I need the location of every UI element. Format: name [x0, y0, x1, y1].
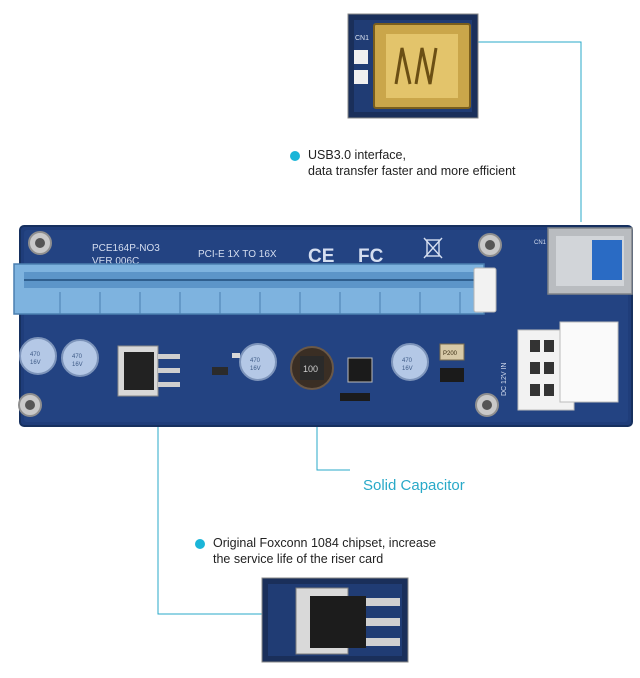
- solid-capacitors: 470 16V 470 16V 470 16V 470 16V: [19, 337, 429, 381]
- riser-board: PCE164P-NO3 VER 006C PCI-E 1X TO 16X CE …: [13, 225, 633, 427]
- solid-capacitor-label: Solid Capacitor: [363, 477, 465, 494]
- capacitor: [61, 339, 99, 377]
- capacitor-value-label: 470: [250, 358, 261, 364]
- capacitor-value-label: 470: [72, 354, 83, 360]
- bullet-dot: [290, 151, 300, 161]
- capacitor: [239, 343, 277, 381]
- inductor-core: [300, 356, 324, 380]
- chipset-inset-pin: [366, 598, 400, 606]
- usb-port-face: [386, 34, 458, 98]
- usb-inset: CN1: [347, 13, 479, 119]
- chipset-inset: [261, 577, 409, 663]
- chipset-callout-line1: Original Foxconn 1084 chipset, increase: [213, 536, 437, 550]
- regulator-pin: [158, 354, 180, 359]
- mounting-hole-center: [25, 400, 35, 410]
- usb-inset-ref-label: CN1: [355, 35, 369, 42]
- chipset-leader-line: [157, 426, 262, 615]
- bullet-dot: [195, 539, 205, 549]
- usb-pin: [354, 70, 368, 84]
- controller-ic: [347, 357, 373, 383]
- mounting-hole-center: [485, 240, 495, 250]
- chipset-callout-line2: the service life of the riser card: [213, 552, 384, 566]
- regulator-pin: [158, 368, 180, 373]
- usb-feature-callout: USB3.0 interface, data transfer faster a…: [290, 147, 516, 179]
- pcie-slot-body: [13, 263, 485, 315]
- power-pin: [530, 384, 540, 396]
- inductor-code-label: 100: [303, 364, 318, 374]
- board-model-label: PCE164P-NO3: [92, 243, 160, 254]
- capacitor-value-label: 470: [402, 358, 413, 364]
- power-pin: [530, 340, 540, 352]
- board-interface-label: PCI-E 1X TO 16X: [198, 249, 277, 260]
- capacitor: [391, 343, 429, 381]
- power-pin: [544, 340, 554, 352]
- pcie-slot-latch: [473, 267, 497, 313]
- power-pin: [530, 362, 540, 374]
- usb-callout-line1: USB3.0 interface,: [308, 148, 406, 162]
- usb-connector: CN1: [534, 227, 633, 295]
- inductor: 100: [290, 346, 334, 390]
- usb-pin: [354, 50, 368, 64]
- chipset-inset-pin: [366, 618, 400, 626]
- weee-bin-icon: [423, 237, 443, 259]
- smd-component: [232, 353, 240, 358]
- fc-mark: FC: [358, 246, 384, 267]
- capacitor-voltage-label: 16V: [250, 366, 261, 372]
- usb-connector-ref-label: CN1: [534, 240, 547, 246]
- mounting-hole-center: [35, 238, 45, 248]
- ce-mark: CE: [308, 246, 334, 267]
- power-pin: [544, 362, 554, 374]
- usb-logo-mark: [394, 47, 438, 85]
- usb-callout-text: USB3.0 interface, data transfer faster a…: [308, 147, 516, 179]
- usb-callout-line2: data transfer faster and more efficient: [308, 164, 516, 178]
- chip-code-label: P200: [443, 351, 458, 357]
- mounting-hole-center: [482, 400, 492, 410]
- usb-leader-line: [478, 41, 582, 222]
- regulator-body: [124, 352, 154, 390]
- power-input-label: DC 12V IN: [501, 363, 508, 396]
- chipset-feature-callout: Original Foxconn 1084 chipset, increase …: [195, 535, 436, 567]
- smd-component: [212, 367, 228, 375]
- capacitor-voltage-label: 16V: [402, 366, 413, 372]
- smd-component: [440, 368, 464, 382]
- board-version-label: VER 006C: [92, 256, 139, 267]
- power-connector-housing: [559, 321, 619, 403]
- smd-array: [340, 393, 370, 401]
- capacitor-voltage-label: 16V: [30, 360, 41, 366]
- chipset-inset-pin: [366, 638, 400, 646]
- power-connector-6pin: DC 12V IN: [501, 321, 619, 411]
- chipset-inset-body: [310, 596, 366, 648]
- chipset-callout-text: Original Foxconn 1084 chipset, increase …: [213, 535, 436, 567]
- power-pin: [544, 384, 554, 396]
- chip-p200: [439, 343, 465, 361]
- capacitor-voltage-label: 16V: [72, 362, 83, 368]
- capacitor: [19, 337, 57, 375]
- voltage-regulator-chip: [117, 345, 180, 397]
- pcie-x16-slot: [13, 263, 497, 315]
- usb-connector-tongue: [592, 240, 622, 280]
- pcie-slot-ribs: [59, 292, 461, 314]
- regulator-pin: [158, 382, 180, 387]
- mounting-holes: [18, 231, 502, 417]
- capacitor-value-label: 470: [30, 352, 41, 358]
